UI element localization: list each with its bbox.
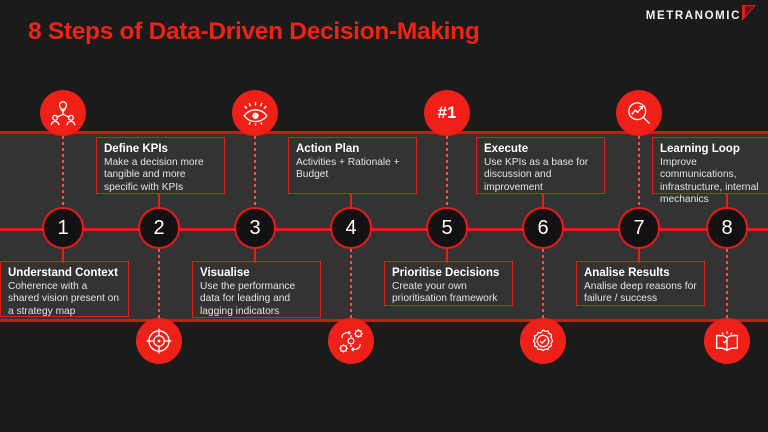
step-node-3[interactable]: 3: [234, 207, 276, 249]
step-4-title: Action Plan: [296, 143, 360, 155]
step-1-card-connector: [61, 249, 65, 263]
step-7-title: Analise Results: [584, 267, 670, 279]
step-4-icon-badge: [328, 318, 374, 364]
step-8-card-connector: [725, 193, 729, 207]
step-2-body: Make a decision more tangible and more s…: [104, 157, 204, 193]
step-node-4[interactable]: 4: [330, 207, 372, 249]
step-6-card: Execute Use KPIs as a base for discussio…: [476, 137, 605, 194]
step-3-icon-connector: [254, 136, 256, 207]
step-1-body: Coherence with a shared vision present o…: [8, 281, 119, 317]
step-7-card: Analise Results Analise deep reasons for…: [576, 261, 705, 306]
step-3-icon-badge: [232, 90, 278, 136]
step-2-icon-connector: [158, 249, 160, 319]
step-6-title: Execute: [484, 143, 529, 155]
step-5-icon-badge: #1: [424, 90, 470, 136]
step-2-title: Define KPIs: [104, 143, 168, 155]
magnifier-chart-icon: [628, 102, 651, 125]
step-6-body: Use KPIs as a base for discussion and im…: [484, 157, 589, 193]
step-5-icon-connector: [446, 136, 448, 207]
triangle-mark-icon: [742, 5, 756, 21]
step-3-card: Visualise Use the performance data for l…: [192, 261, 321, 318]
number-one-badge-icon: #1: [437, 103, 457, 122]
gears-process-icon: [339, 329, 363, 353]
target-crosshair-icon: [146, 328, 172, 354]
band-bottom-rule: [0, 319, 768, 322]
step-node-2[interactable]: 2: [138, 207, 180, 249]
step-3-card-connector: [253, 249, 257, 263]
step-8-card: Learning Loop Improve communications, in…: [652, 137, 768, 205]
step-node-6-label: 6: [537, 216, 549, 239]
page-title: 8 Steps of Data-Driven Decision-Making: [28, 18, 480, 45]
step-1-title: Understand Context: [8, 267, 118, 279]
step-4-card: Action Plan Activities + Rationale + Bud…: [288, 137, 417, 194]
step-node-6[interactable]: 6: [522, 207, 564, 249]
step-1-icon-connector: [62, 136, 64, 207]
step-4-body: Activities + Rationale + Budget: [296, 157, 400, 181]
step-node-8[interactable]: 8: [706, 207, 748, 249]
step-1-icon-badge: [40, 90, 86, 136]
step-node-1-label: 1: [57, 216, 69, 239]
timeline-axis: [0, 228, 768, 231]
step-2-card: Define KPIs Make a decision more tangibl…: [96, 137, 225, 194]
step-node-8-label: 8: [721, 216, 733, 239]
step-7-icon-badge: [616, 90, 662, 136]
band-top-rule: [0, 131, 768, 134]
step-5-body: Create your own prioritisation framework: [392, 281, 498, 305]
gear-check-icon: [532, 329, 554, 352]
step-node-2-label: 2: [153, 216, 165, 239]
step-node-3-label: 3: [249, 216, 261, 239]
step-8-title: Learning Loop: [660, 143, 740, 155]
step-4-icon-connector: [350, 249, 352, 319]
step-8-body: Improve communications, infrastructure, …: [660, 157, 759, 206]
step-6-icon-connector: [542, 249, 544, 319]
step-1-card: Understand Context Coherence with a shar…: [0, 261, 129, 317]
step-5-card: Prioritise Decisions Create your own pri…: [384, 261, 513, 306]
step-8-icon-connector: [726, 249, 728, 319]
step-2-icon-badge: [136, 318, 182, 364]
step-node-1[interactable]: 1: [42, 207, 84, 249]
logo-wordmark: METRANOMIC: [645, 10, 741, 22]
step-8-icon-badge: [704, 318, 750, 364]
step-7-body: Analise deep reasons for failure / succe…: [584, 281, 697, 305]
step-4-card-connector: [349, 193, 353, 207]
step-node-5[interactable]: 5: [426, 207, 468, 249]
step-5-card-connector: [445, 249, 449, 263]
step-6-icon-badge: [520, 318, 566, 364]
step-node-4-label: 4: [345, 216, 357, 239]
step-node-7[interactable]: 7: [618, 207, 660, 249]
step-7-icon-connector: [638, 136, 640, 207]
step-node-5-label: 5: [441, 216, 453, 239]
step-3-body: Use the performance data for leading and…: [200, 281, 296, 317]
step-6-card-connector: [541, 193, 545, 207]
people-lightbulb-icon: [50, 101, 76, 126]
step-3-title: Visualise: [200, 267, 250, 279]
open-book-icon: [716, 331, 738, 352]
eye-icon: [242, 101, 268, 126]
step-7-card-connector: [637, 249, 641, 263]
step-node-7-label: 7: [633, 216, 645, 239]
brand-logo: METRANOMIC: [645, 5, 756, 22]
step-5-title: Prioritise Decisions: [392, 267, 500, 279]
step-2-card-connector: [157, 193, 161, 207]
